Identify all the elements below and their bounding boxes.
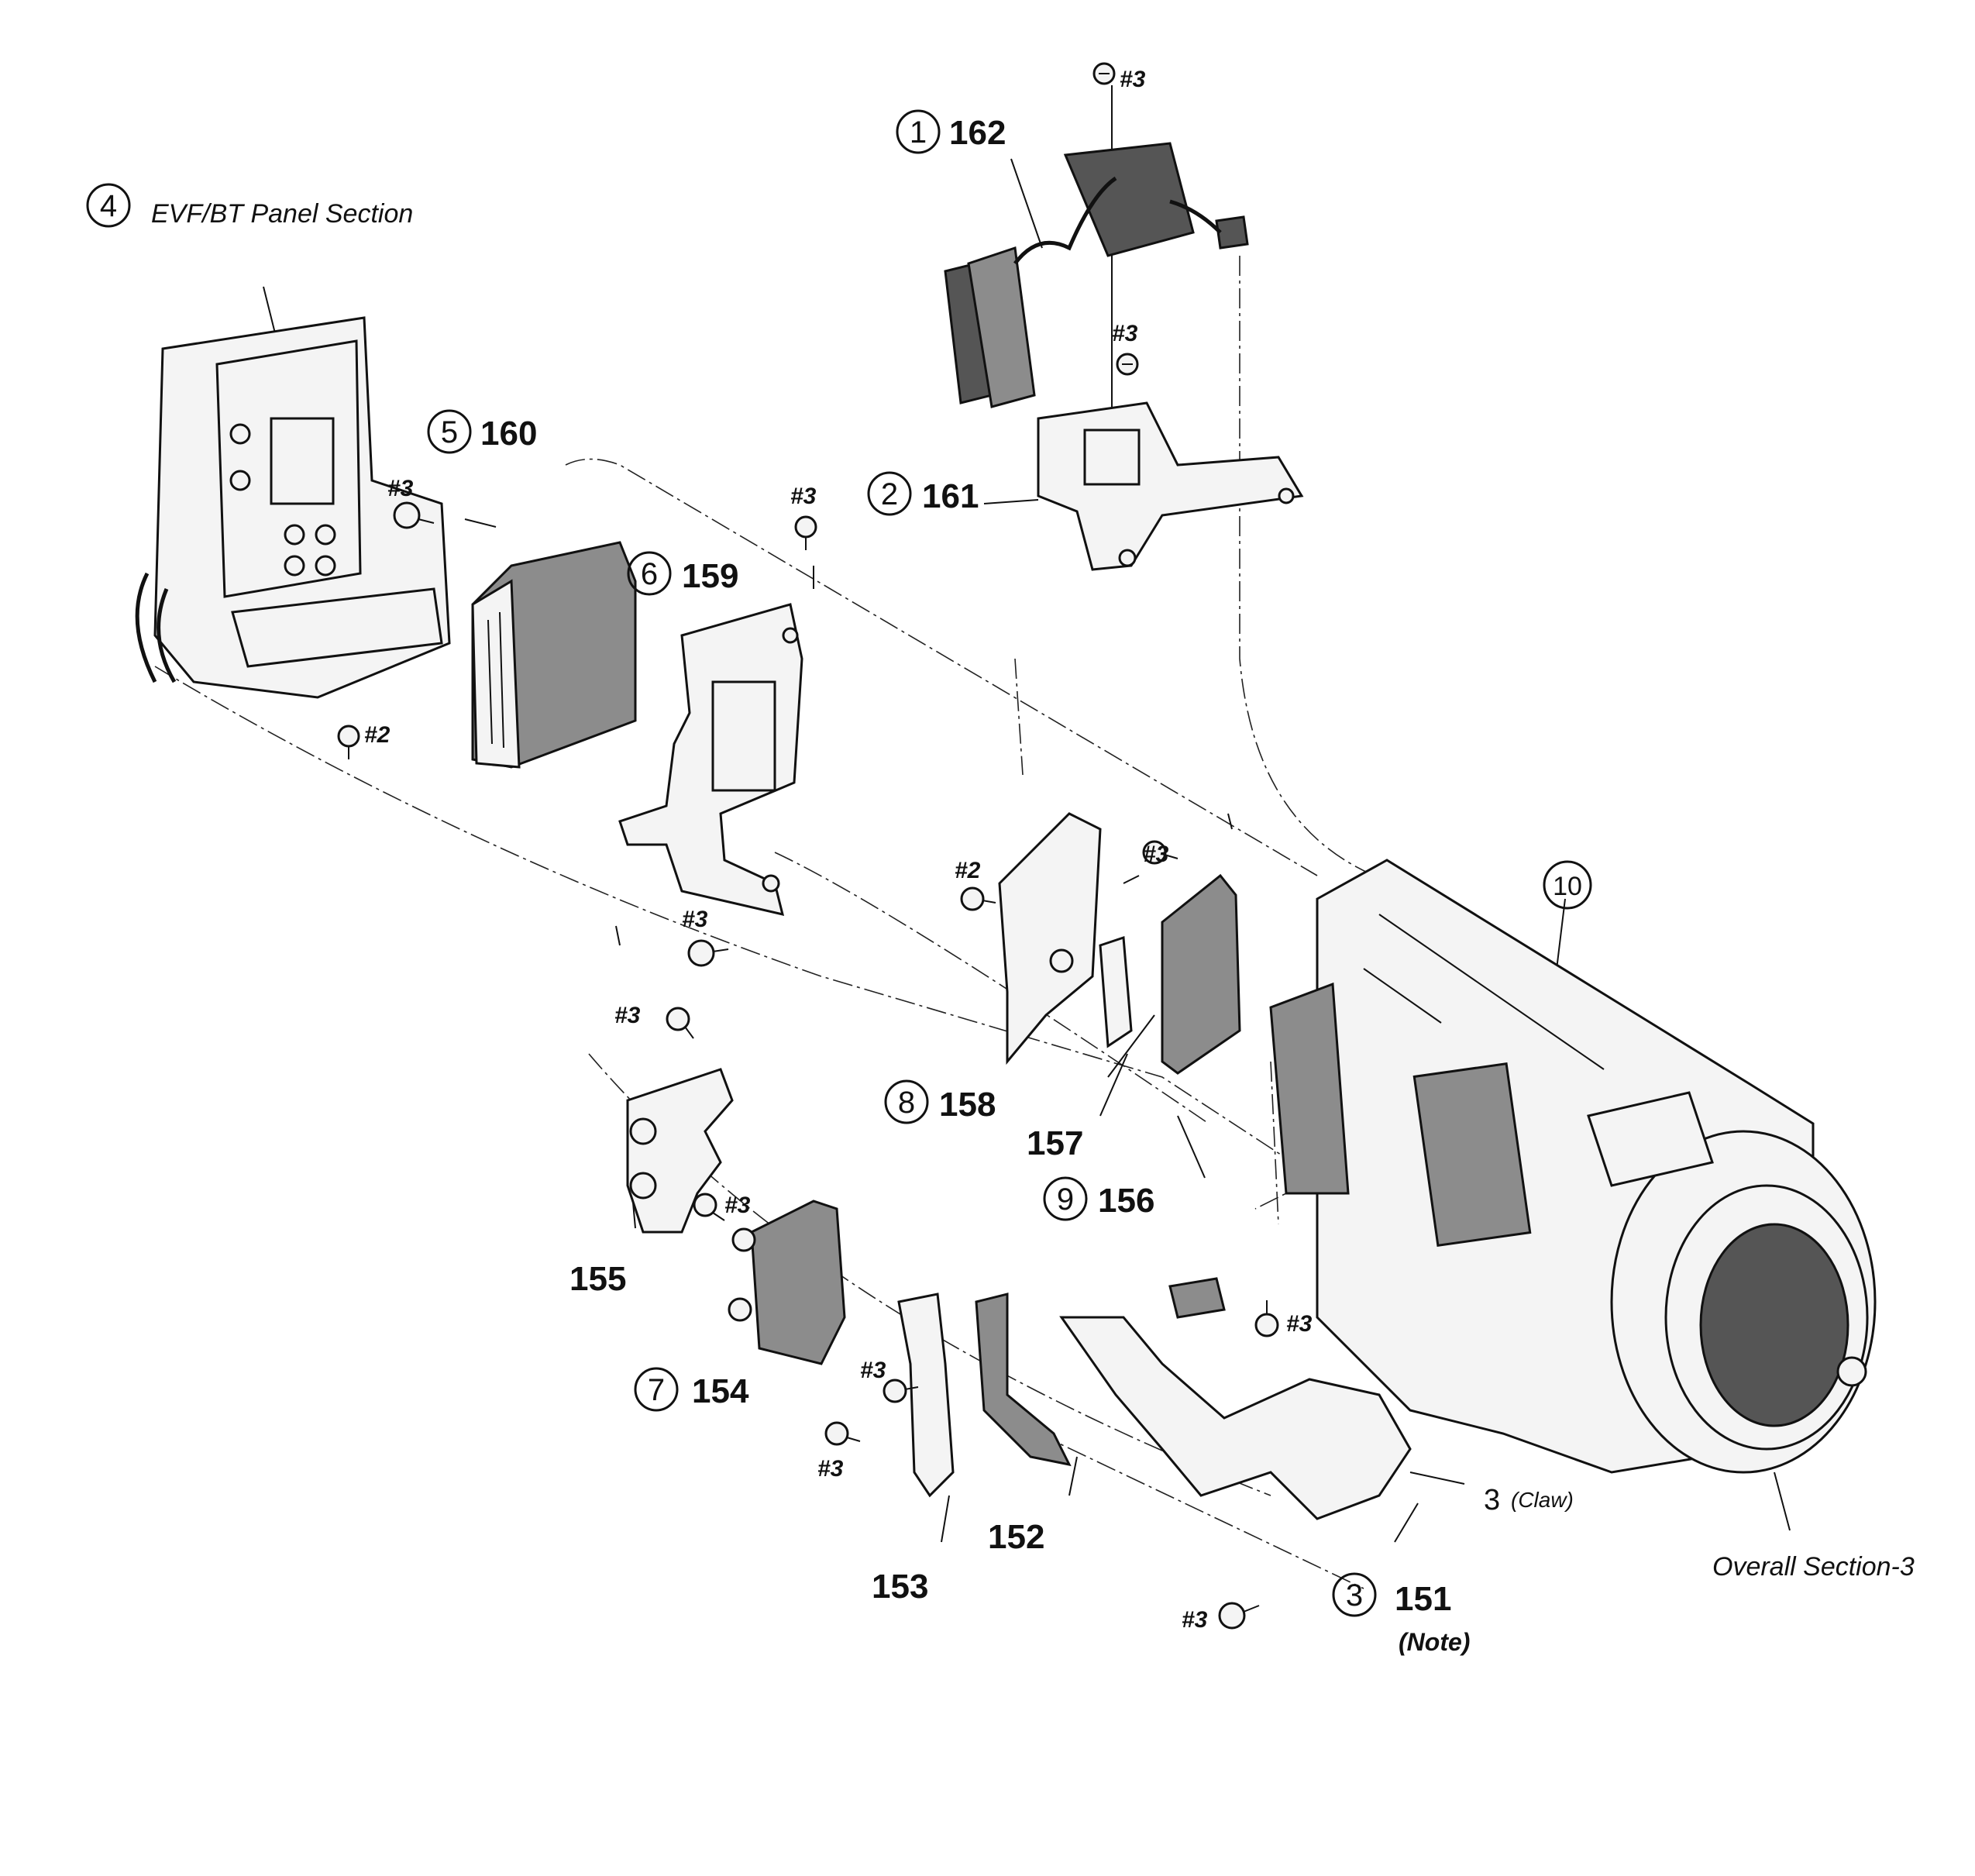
part-160-label: 160: [480, 415, 537, 453]
step-6-label: 6: [641, 557, 658, 591]
screw-label: #3: [387, 476, 414, 501]
part-157-drawing: [1099, 935, 1133, 1048]
part-number-labels: 162 161 160 159 158 157 156 155 154 153 …: [480, 114, 1451, 1618]
screws: [337, 62, 1279, 1630]
part-153-label: 153: [872, 1568, 928, 1606]
part-155-label: 155: [569, 1260, 626, 1298]
part-160-drawing: [471, 541, 637, 769]
step-9-label: 9: [1057, 1182, 1074, 1217]
part-162-label: 162: [949, 114, 1006, 152]
part-156-label: 156: [1098, 1182, 1154, 1220]
step-markers: 1 2 3 4 5 6 7 8 9 10: [86, 109, 1592, 1617]
part-162-drawing: [944, 142, 1249, 408]
annotations: EVF/BT Panel Section Overall Section-3 3…: [151, 199, 1915, 1656]
part-153-drawing: [897, 1293, 955, 1498]
screw-label: #3: [860, 1358, 886, 1383]
evf-bt-panel-section-label: EVF/BT Panel Section: [151, 199, 413, 229]
part-154-drawing: [728, 1200, 846, 1365]
screw-icon: [883, 1379, 919, 1403]
part-152-label: 152: [988, 1518, 1044, 1556]
screw-icon: [1092, 62, 1116, 85]
note-label: (Note): [1399, 1628, 1470, 1656]
claw-label: (Claw): [1511, 1488, 1574, 1512]
screw-label: #3: [790, 484, 817, 509]
screw-label: #3: [1120, 67, 1146, 92]
part-151-drawing: [1059, 1277, 1412, 1520]
screw-icon: [687, 939, 729, 967]
screw-label: #3: [614, 1003, 641, 1028]
evf-bt-panel-section-drawing: [135, 316, 451, 699]
screw-icon: [824, 1421, 861, 1446]
step-7-label: 7: [648, 1373, 665, 1407]
screw-label: #2: [955, 858, 981, 883]
screw-label: #3: [682, 907, 708, 932]
screw-label: #2: [364, 722, 391, 748]
part-154-label: 154: [692, 1372, 749, 1410]
screw-icon: [960, 886, 996, 911]
screw-icon: [1254, 1300, 1279, 1337]
part-161-label: 161: [922, 477, 979, 515]
claw-number: 3: [1484, 1484, 1500, 1516]
screw-label: #3: [1182, 1607, 1208, 1633]
part-156-drawing: [1161, 873, 1241, 1075]
overall-section-label: Overall Section-3: [1712, 1552, 1915, 1582]
part-151-label: 151: [1395, 1580, 1451, 1618]
screw-label: #3: [817, 1456, 844, 1482]
screw-icon: [1218, 1602, 1260, 1630]
step-4-label: 4: [100, 189, 117, 223]
step-8-label: 8: [898, 1086, 915, 1120]
part-159-drawing: [618, 603, 803, 917]
screw-icon: [666, 1007, 694, 1039]
part-155-drawing: [626, 1068, 734, 1234]
step-2-label: 2: [881, 477, 898, 511]
screw-icon: [1142, 840, 1178, 865]
screw-icon: [337, 725, 360, 759]
camcorder-body-drawing: [1269, 859, 1877, 1474]
screw-icon: [794, 515, 817, 550]
part-159-label: 159: [682, 557, 738, 595]
screw-label: #3: [1143, 842, 1169, 867]
screw-icon: [693, 1193, 725, 1221]
part-157-label: 157: [1027, 1124, 1083, 1162]
screw-icon: [393, 501, 435, 529]
part-152-drawing: [975, 1293, 1072, 1467]
step-1-label: 1: [910, 115, 927, 150]
screw-label: #3: [1286, 1311, 1313, 1337]
step-10-label: 10: [1553, 872, 1582, 901]
step-3-label: 3: [1346, 1578, 1363, 1613]
part-161-drawing: [1037, 401, 1304, 571]
screw-icon: [1116, 353, 1139, 376]
part-158-drawing: [998, 812, 1102, 1065]
part-158-label: 158: [939, 1086, 996, 1124]
screw-label: #3: [1112, 321, 1138, 346]
screw-label: #3: [724, 1193, 751, 1218]
screw-labels: #3 #3 #3 #3 #2 #3 #3 #2 #3 #3 #3 #3 #3 #…: [364, 67, 1313, 1633]
step-5-label: 5: [441, 415, 458, 449]
